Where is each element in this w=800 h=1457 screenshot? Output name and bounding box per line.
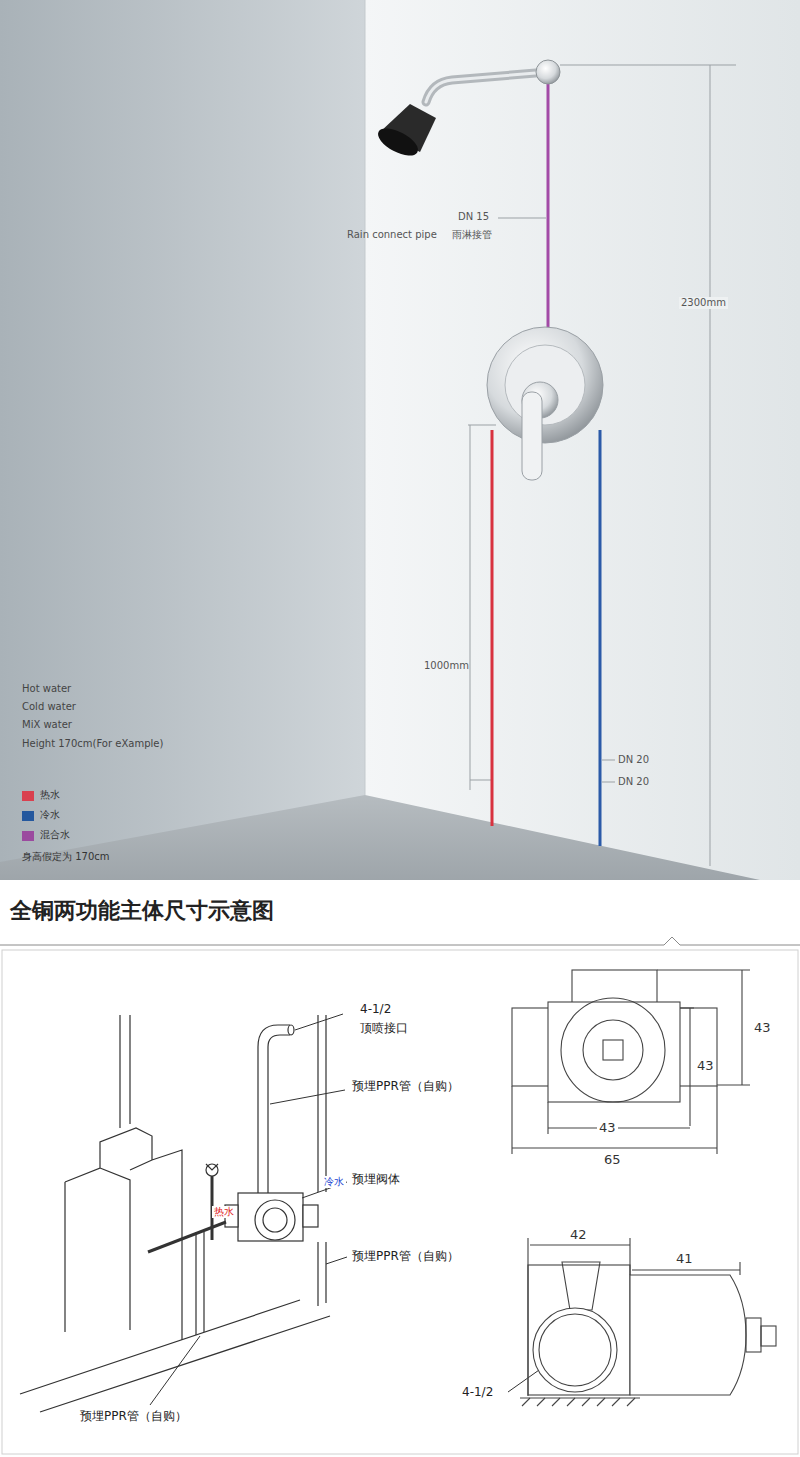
legend-swatch <box>22 791 34 801</box>
port-label: 热水 <box>212 1206 236 1218</box>
pipe-size: DN 20 <box>618 776 649 788</box>
legend-note: Cold water <box>22 701 76 713</box>
dimension-label: 1000mm <box>424 660 469 672</box>
diagram-title: 全铜两功能主体尺寸示意图 <box>10 898 274 924</box>
part-name: 预埋阀体 <box>352 1172 400 1186</box>
dimension-label: 43 <box>695 1058 716 1074</box>
dimension-label: 43 <box>597 1120 618 1136</box>
shower-head <box>374 60 560 161</box>
part-name: 预埋PPR管（自购） <box>352 1079 459 1093</box>
side-view <box>520 1238 776 1406</box>
pipes <box>492 84 600 846</box>
dimension-label: 2300mm <box>679 297 728 309</box>
legend-swatch <box>22 811 34 821</box>
part-name: 预埋PPR管（自购） <box>80 1409 187 1423</box>
legend-text: 混合水 <box>40 829 70 841</box>
legend-note: Hot water <box>22 683 71 695</box>
pipe-size: DN 15 <box>458 211 489 223</box>
legend-note: 身高假定为 170cm <box>22 851 110 863</box>
mixer-valve <box>487 327 603 480</box>
legend-note: MiX water <box>22 719 72 731</box>
installation-sketch <box>20 1015 330 1412</box>
top-view <box>512 970 750 1154</box>
part-name: 预埋PPR管（自购） <box>352 1249 459 1263</box>
title-rule <box>0 937 800 1454</box>
pipe-size: DN 20 <box>618 754 649 766</box>
pipe-name: 雨淋接管 <box>452 229 492 241</box>
bathroom-scene <box>0 0 800 880</box>
dimension-label: 65 <box>604 1152 621 1168</box>
part-name: 顶喷接口 <box>360 1021 408 1035</box>
legend-text: 热水 <box>40 789 60 801</box>
dimension-label: 43 <box>752 1020 773 1036</box>
port-label: 冷水 <box>322 1176 346 1188</box>
part-name: 4-1/2 <box>360 1002 391 1016</box>
legend-text: 冷水 <box>40 809 60 821</box>
legend-swatch <box>22 831 34 841</box>
leader-lines <box>150 1014 556 1405</box>
part-name: 4-1/2 <box>462 1385 493 1399</box>
legend-note: Height 170cm(For eXample) <box>22 738 163 750</box>
dimension-label: 42 <box>570 1227 587 1243</box>
dimension-label: 41 <box>676 1251 693 1267</box>
pipe-name: Rain connect pipe <box>347 229 437 241</box>
dimension-lines <box>468 65 736 866</box>
